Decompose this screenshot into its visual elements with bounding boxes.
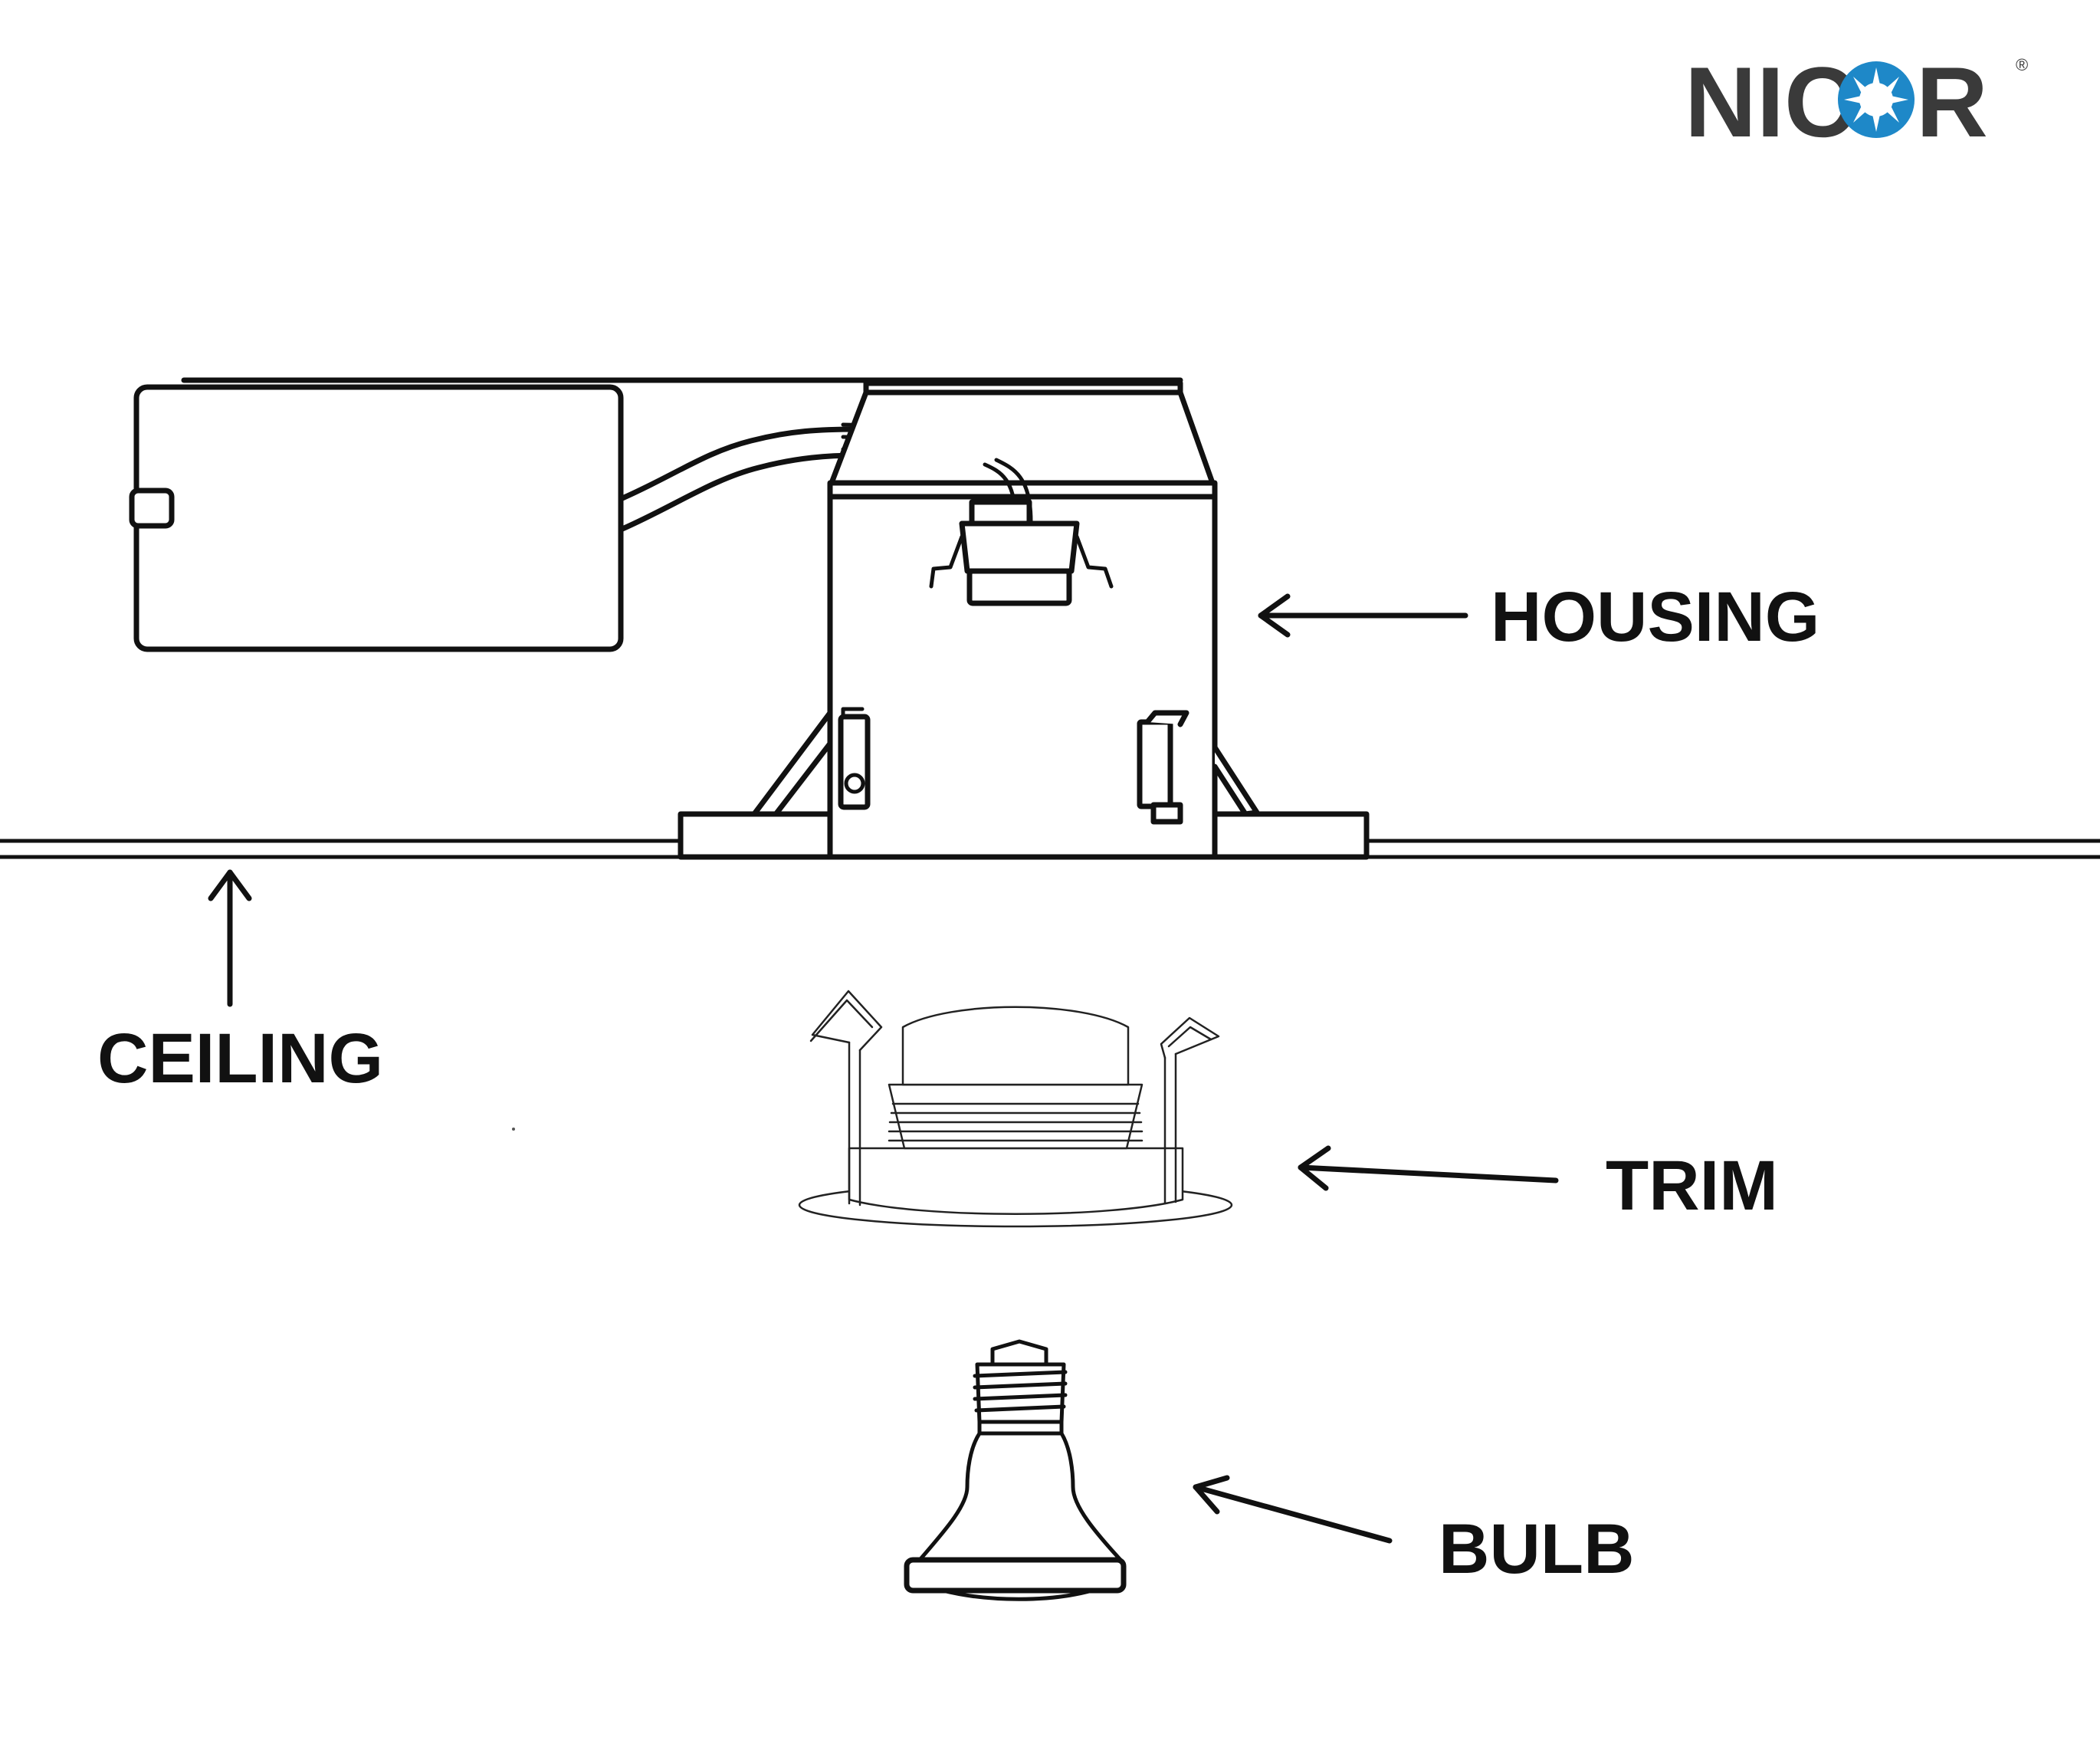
trim-label: TRIM (1606, 1147, 1778, 1225)
bulb-label: BULB (1439, 1510, 1635, 1588)
right-mounting-bracket (1212, 744, 1260, 817)
trim-callout: TRIM (1298, 1145, 1778, 1225)
nicor-logo: NIC R ® (1685, 46, 2028, 158)
junction-box-tab (129, 488, 175, 529)
logo-registered-mark: ® (2016, 55, 2028, 74)
ceiling-label: CEILING (97, 1019, 383, 1098)
right-flange (1212, 811, 1370, 860)
right-clip (1137, 719, 1173, 809)
speck (512, 1128, 515, 1131)
socket (929, 499, 1114, 606)
logo-text-left: NIC (1685, 46, 1856, 158)
bulb (904, 1339, 1127, 1601)
ceiling-callout: CEILING (97, 869, 383, 1098)
housing-assembly (129, 377, 1370, 860)
junction-box (133, 384, 624, 652)
flex-conduit (619, 426, 861, 532)
housing-label: HOUSING (1491, 578, 1819, 656)
bulb-callout: BULB (1193, 1475, 1635, 1588)
logo-star-o-icon (1838, 61, 1915, 138)
left-flange (678, 811, 833, 860)
trim (798, 990, 1233, 1228)
left-mounting-bracket (746, 710, 833, 823)
housing-callout: HOUSING (1258, 578, 1819, 656)
logo-text-right: R (1916, 46, 1988, 158)
housing-top (829, 389, 1216, 486)
